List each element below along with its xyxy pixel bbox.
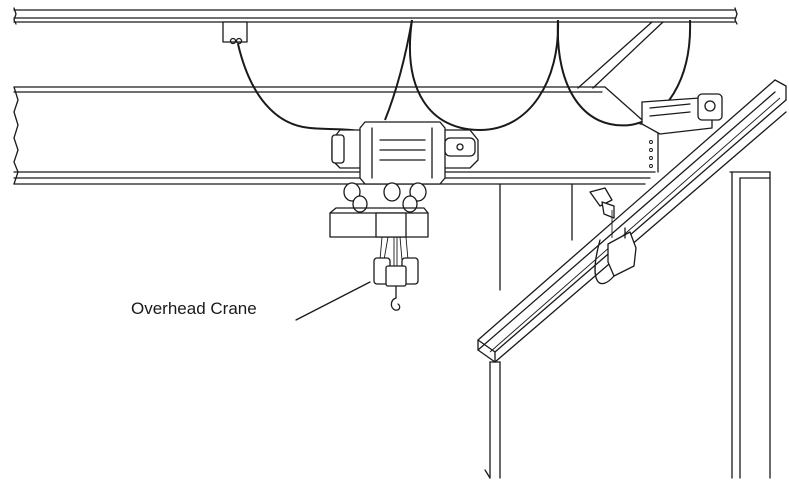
runway-trolley bbox=[589, 187, 637, 285]
diagonal-brace bbox=[577, 21, 664, 89]
lower-frame bbox=[484, 361, 501, 479]
runway-beam bbox=[477, 79, 787, 363]
callout-leader-line bbox=[295, 281, 371, 321]
load-block-hook bbox=[373, 257, 419, 311]
hoist-trolley bbox=[331, 121, 479, 213]
festoon-cable bbox=[237, 19, 692, 133]
end-truck bbox=[641, 93, 723, 135]
bridge-girder bbox=[13, 86, 659, 185]
support-column bbox=[499, 183, 573, 291]
top-runway-rail bbox=[13, 7, 738, 45]
callout-label: Overhead Crane bbox=[131, 299, 257, 318]
hoist-block-box bbox=[329, 207, 429, 238]
building-column bbox=[729, 171, 771, 479]
